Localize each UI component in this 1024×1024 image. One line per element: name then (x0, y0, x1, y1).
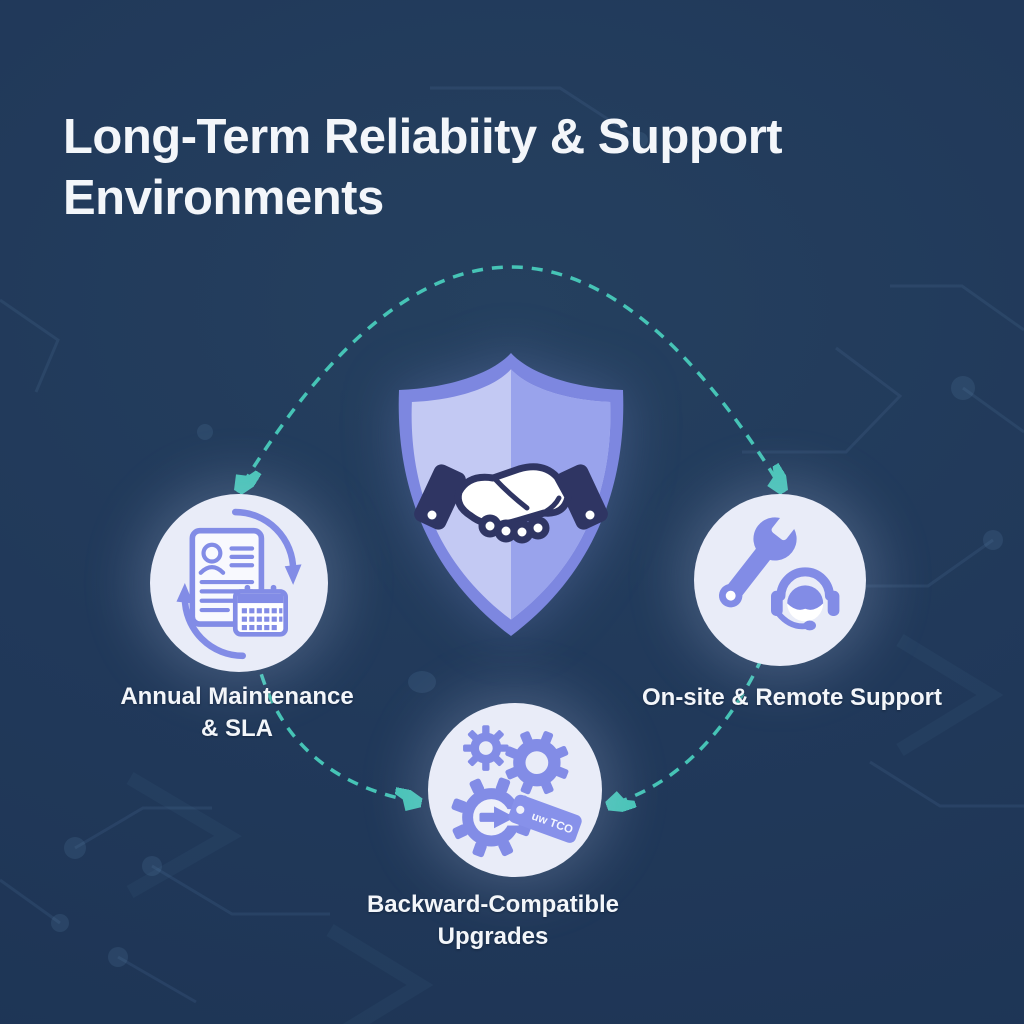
gears-price-tag-icon: uw TCO (451, 725, 582, 858)
calendar-icon (232, 584, 289, 637)
medium-gear-icon (505, 731, 569, 795)
small-gear-icon (463, 725, 509, 771)
headset-agent-icon (771, 567, 840, 631)
right-down-arrow (616, 657, 764, 803)
left-down-arrow (254, 654, 412, 801)
price-tag-icon: uw TCO (508, 794, 582, 843)
node-annual-maintenance (150, 494, 328, 672)
node-onsite-remote-support (694, 494, 866, 666)
shield-handshake-icon (398, 353, 624, 636)
document-calendar-sync-icon (176, 508, 302, 660)
label-backward-compatible-upgrades: Backward-Compatible Upgrades (366, 891, 620, 950)
center-shield-node (384, 348, 638, 642)
page-title: Long-Term Reliabiity & Support Environme… (63, 109, 783, 225)
label-annual-maintenance: Annual Maintenance & SLA (120, 683, 354, 742)
label-onsite-remote-support: On-site & Remote Support (641, 684, 942, 711)
wrench-headset-icon (718, 509, 840, 631)
wrench-icon (718, 509, 801, 608)
handshake-icon (414, 463, 608, 544)
top-arc-arrow (243, 265, 779, 484)
node-backward-compatible-upgrades: uw TCO (428, 703, 602, 877)
